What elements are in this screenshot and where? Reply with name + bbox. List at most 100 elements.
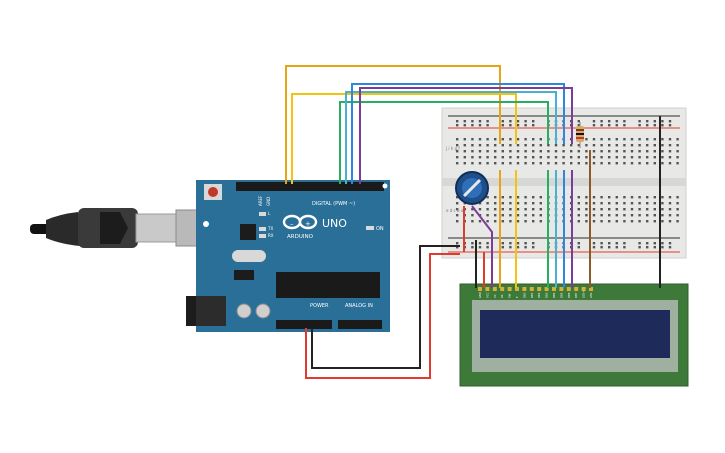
breadboard-hole bbox=[661, 162, 664, 165]
aref-label: AREF bbox=[258, 195, 263, 206]
breadboard-hole bbox=[539, 196, 542, 199]
breadboard-hole bbox=[501, 220, 504, 223]
breadboard-rail-hole bbox=[615, 246, 618, 249]
breadboard-hole bbox=[547, 156, 550, 159]
breadboard-hole bbox=[592, 202, 596, 205]
breadboard-rail-hole bbox=[615, 242, 618, 245]
breadboard-hole bbox=[676, 208, 679, 211]
breadboard-hole bbox=[577, 150, 580, 153]
breadboard-hole bbox=[653, 220, 656, 223]
breadboard-hole bbox=[562, 150, 565, 153]
breadboard-hole bbox=[478, 202, 482, 205]
breadboard-hole bbox=[608, 162, 611, 165]
potentiometer[interactable] bbox=[455, 171, 489, 205]
lcd-pin bbox=[589, 287, 593, 291]
breadboard-hole bbox=[570, 144, 573, 147]
breadboard-hole bbox=[463, 162, 466, 165]
breadboard-hole bbox=[630, 208, 634, 211]
lcd-pin bbox=[544, 287, 549, 291]
lcd-pin bbox=[485, 287, 490, 291]
breadboard-hole bbox=[524, 138, 527, 141]
breadboard-hole bbox=[524, 214, 527, 217]
breadboard-rail-hole bbox=[661, 246, 664, 249]
breadboard-hole bbox=[653, 138, 656, 141]
breadboard-hole bbox=[494, 208, 497, 211]
breadboard-hole bbox=[615, 138, 618, 141]
wire-yellow bbox=[291, 93, 517, 184]
breadboard-rail-hole bbox=[486, 124, 489, 127]
breadboard-hole bbox=[478, 138, 482, 141]
breadboard-hole bbox=[676, 220, 679, 223]
breadboard-hole bbox=[554, 156, 558, 159]
breadboard-hole bbox=[486, 144, 489, 147]
breadboard-hole bbox=[600, 196, 603, 199]
breadboard-hole bbox=[638, 138, 641, 141]
breadboard-rail-hole bbox=[638, 120, 641, 123]
lcd-pin bbox=[529, 287, 534, 291]
lcd-pin-label: RS bbox=[500, 294, 504, 298]
breadboard-hole bbox=[615, 214, 618, 217]
breadboard-hole bbox=[501, 138, 504, 141]
breadboard-hole bbox=[570, 150, 573, 153]
breadboard-hole bbox=[630, 214, 634, 217]
lcd-pin-label: DB0 bbox=[522, 292, 526, 298]
breadboard-rail-hole bbox=[456, 124, 459, 127]
breadboard-rail-hole bbox=[486, 120, 489, 123]
breadboard-hole bbox=[494, 156, 497, 159]
breadboard-rail-hole bbox=[577, 124, 580, 127]
breadboard-hole bbox=[661, 144, 664, 147]
breadboard-hole bbox=[463, 138, 466, 141]
breadboard-hole bbox=[577, 156, 580, 159]
breadboard-hole bbox=[532, 162, 535, 165]
breadboard-hole bbox=[638, 144, 641, 147]
breadboard-hole bbox=[524, 150, 527, 153]
breadboard-rail-hole bbox=[661, 242, 664, 245]
breadboard-rail-hole bbox=[471, 246, 474, 249]
l-led-label: L bbox=[268, 211, 271, 216]
breadboard-rail-hole bbox=[661, 120, 664, 123]
breadboard-hole bbox=[478, 150, 482, 153]
breadboard-hole bbox=[608, 138, 611, 141]
breadboard-hole bbox=[585, 202, 588, 205]
svg-text:–: – bbox=[290, 220, 294, 228]
breadboard-hole bbox=[623, 208, 626, 211]
breadboard-hole bbox=[478, 208, 482, 211]
breadboard-hole bbox=[494, 138, 497, 141]
breadboard-hole bbox=[471, 220, 474, 223]
breadboard-hole bbox=[532, 208, 535, 211]
breadboard-hole bbox=[501, 162, 504, 165]
breadboard-hole bbox=[592, 144, 596, 147]
breadboard-hole bbox=[623, 156, 626, 159]
breadboard-hole bbox=[577, 202, 580, 205]
lcd-pin-label: LED+ bbox=[582, 291, 586, 298]
breadboard-hole bbox=[463, 156, 466, 159]
breadboard-hole bbox=[547, 162, 550, 165]
breadboard-rail-hole bbox=[501, 124, 504, 127]
breadboard-hole bbox=[471, 156, 474, 159]
breadboard-hole bbox=[524, 220, 527, 223]
breadboard-rail-hole bbox=[501, 242, 504, 245]
breadboard-hole bbox=[646, 144, 649, 147]
breadboard-hole bbox=[532, 150, 535, 153]
breadboard-hole bbox=[638, 220, 641, 223]
breadboard-hole bbox=[478, 220, 482, 223]
lcd-pin bbox=[507, 287, 512, 291]
breadboard-rail-hole bbox=[524, 124, 527, 127]
breadboard-hole bbox=[676, 144, 679, 147]
breadboard-rail-hole bbox=[471, 120, 474, 123]
breadboard-hole bbox=[653, 208, 656, 211]
breadboard-rail-hole bbox=[653, 246, 656, 249]
breadboard-hole bbox=[600, 208, 603, 211]
breadboard-hole bbox=[661, 138, 664, 141]
breadboard-hole bbox=[501, 214, 504, 217]
breadboard-hole bbox=[600, 202, 603, 205]
breadboard-rail-hole bbox=[653, 120, 656, 123]
usb-chip bbox=[240, 224, 256, 240]
breadboard-hole bbox=[600, 156, 603, 159]
breadboard-hole bbox=[668, 214, 672, 217]
breadboard-rail-hole bbox=[532, 242, 535, 245]
breadboard-rail-hole bbox=[478, 124, 482, 127]
breadboard-hole bbox=[615, 156, 618, 159]
breadboard-hole bbox=[592, 214, 596, 217]
